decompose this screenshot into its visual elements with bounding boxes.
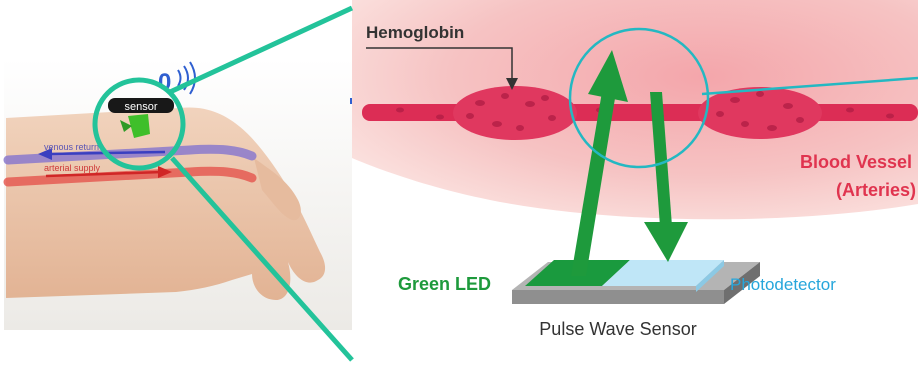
hemoglobin-cell-left <box>453 86 577 140</box>
left-panel: venous return arterial supply 0 sensor <box>0 0 356 363</box>
venous-label: venous return <box>44 142 99 152</box>
right-panel: Hemoglobin Blood Vessel (Arteries) Green… <box>352 0 918 363</box>
arterial-label: arterial supply <box>44 163 101 173</box>
sensor-label: sensor <box>124 101 157 113</box>
pulse-wave-sensor-label: Pulse Wave Sensor <box>539 319 696 339</box>
blood-vessel-label: Blood Vessel <box>800 152 912 172</box>
green-led-label: Green LED <box>398 274 491 294</box>
hemoglobin-label: Hemoglobin <box>366 23 464 42</box>
arteries-label: (Arteries) <box>836 180 916 200</box>
blood-vessel <box>362 104 918 121</box>
photodetector-label: Photodetector <box>730 275 836 294</box>
sensor-base-front <box>512 290 724 304</box>
